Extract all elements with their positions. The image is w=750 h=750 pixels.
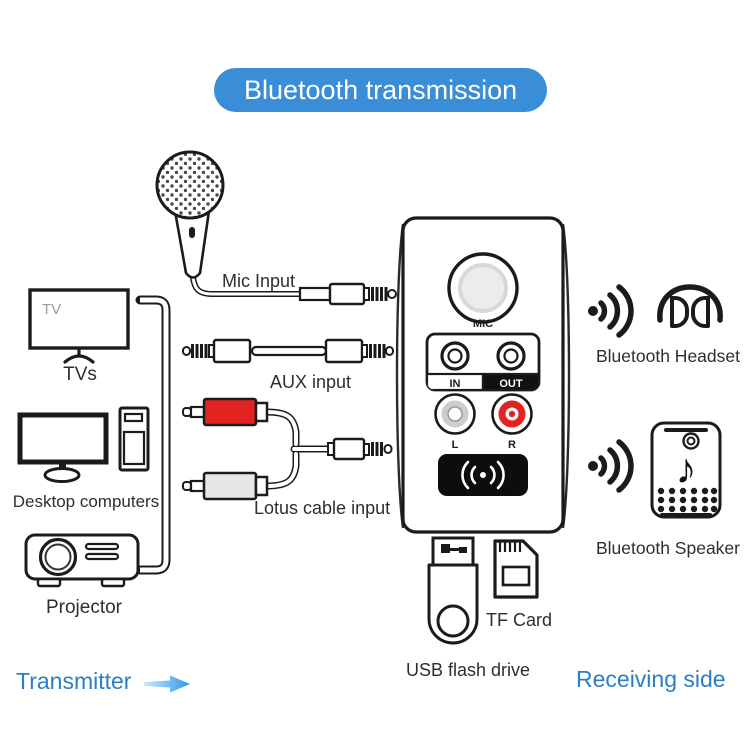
- jack-out-port[interactable]: [496, 341, 526, 371]
- out-label: OUT: [499, 378, 523, 390]
- projector-icon: [24, 533, 140, 588]
- lotus-cable-icon: [182, 397, 393, 501]
- tf-card-label: TF Card: [486, 610, 553, 630]
- audio-jack-icon: [298, 282, 397, 306]
- left-rca-label: L: [452, 439, 459, 451]
- jack-in-port[interactable]: [440, 341, 470, 371]
- microphone-icon: [155, 150, 397, 306]
- tv-screen-text: TV: [42, 301, 61, 318]
- usb-flash-drive-label: USB flash drive: [405, 660, 531, 680]
- speaker-icon: ♪: [650, 421, 722, 519]
- nfc-pad[interactable]: [438, 454, 528, 496]
- desktop-computers-label: Desktop computers: [12, 492, 160, 511]
- usb-flash-drive-icon: [427, 536, 479, 645]
- mic-handle: [173, 209, 211, 279]
- nfc-wave-icon: [461, 460, 505, 490]
- aux-cable-icon: [182, 338, 394, 364]
- music-note-icon: ♪: [676, 445, 697, 492]
- group-bracket: [135, 295, 171, 575]
- audio-jack-icon: [327, 437, 393, 461]
- tvs-label: TVs: [63, 364, 97, 385]
- aux-input-label: AUX input: [270, 372, 352, 392]
- headset-icon: [657, 284, 723, 328]
- right-rca-label: R: [508, 439, 516, 451]
- desktop-computer-icon: [17, 406, 150, 483]
- rca-plug-red: [182, 397, 269, 427]
- sound-waves-icon: [588, 284, 634, 338]
- tf-card-icon: [493, 539, 539, 599]
- bluetooth-receiver-device: MIC IN OUT L R: [395, 216, 571, 534]
- bluetooth-headset-label: Bluetooth Headset: [596, 346, 740, 366]
- bluetooth-speaker-label: Bluetooth Speaker: [596, 538, 740, 558]
- mic-knob[interactable]: [447, 252, 519, 324]
- transmitter-caption: Transmitter: [16, 668, 132, 694]
- speaker-grill-dots: [657, 487, 718, 513]
- receiving-side-caption: Receiving side: [576, 666, 726, 692]
- tv-icon: TV: [28, 288, 130, 364]
- rca-plug-white: [182, 471, 269, 501]
- projector-label: Projector: [45, 597, 123, 618]
- rca-right-port[interactable]: [491, 393, 533, 435]
- arrow-right-icon: [144, 675, 190, 693]
- header-pill: Bluetooth transmission: [214, 68, 548, 112]
- mic-knob-label: MIC: [473, 318, 493, 330]
- lotus-cable-input-label: Lotus cable input: [254, 498, 391, 518]
- mic-input-label: Mic Input: [222, 271, 296, 291]
- page-title: Bluetooth transmission: [244, 74, 518, 105]
- mic-head: [155, 150, 225, 220]
- in-label: IN: [450, 378, 461, 390]
- sound-waves-icon: [588, 439, 634, 493]
- rca-left-port[interactable]: [434, 393, 476, 435]
